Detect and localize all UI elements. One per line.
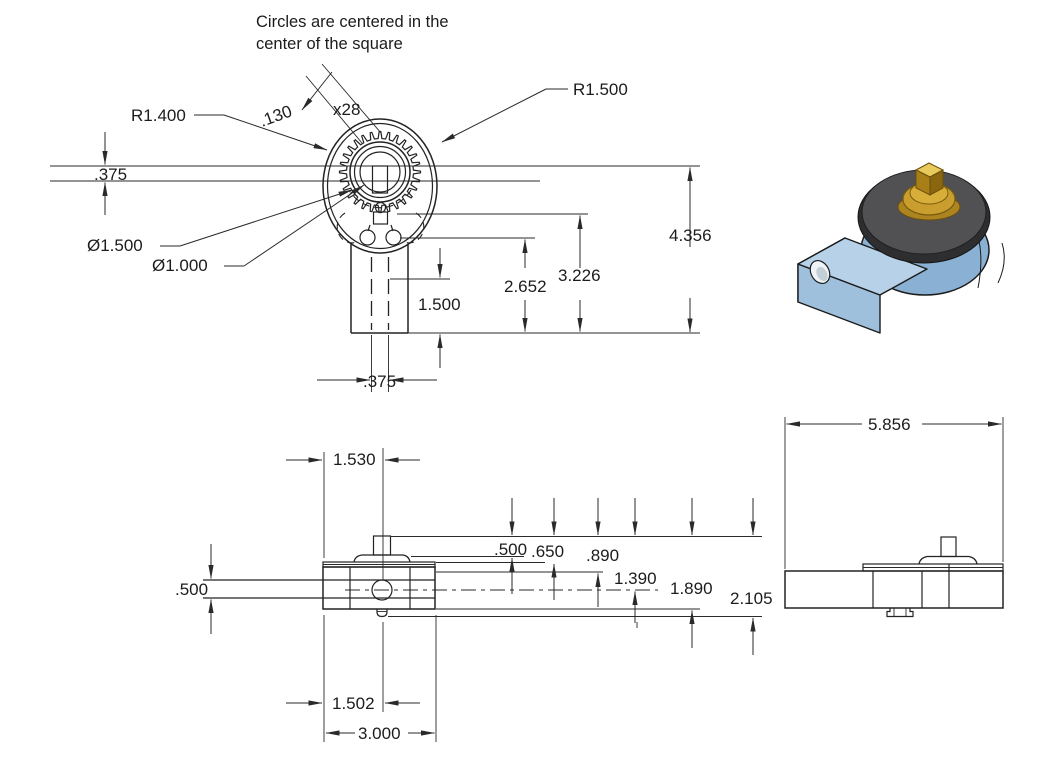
bottom-screw [886, 608, 914, 618]
dim-s2105: 2.105 [730, 589, 773, 608]
dim-s1390: 1.390 [614, 569, 657, 588]
dim-thickness-500: .500 [175, 544, 214, 634]
square-drive-profile-full [940, 536, 957, 558]
front-dimensions: .375 R1.400 R1.500 .130 x28 Ø1.500 Ø1.00… [87, 63, 712, 391]
handle-outline [350, 244, 409, 334]
dim-dia-1500: Ø1.500 [87, 236, 143, 255]
dim-r1500: R1.500 [573, 80, 628, 99]
side-part-outline [322, 535, 436, 618]
square-drive-hole [371, 165, 389, 194]
front-datum-lines [50, 165, 700, 392]
ratchet-head-outline [322, 118, 438, 254]
dim-r1400: R1.400 [131, 106, 186, 125]
dim-tooth-size: .130 [257, 102, 295, 131]
square-drive-profile [372, 535, 392, 556]
render-cube-right [929, 169, 944, 196]
dim-handle-hole: .375 [363, 372, 396, 391]
boss-profile-full [918, 555, 978, 565]
drawing-note: Circles are centered in the center of th… [256, 13, 449, 53]
dim-square-width: .375 [94, 165, 127, 184]
side-view-detail: 1.530 .500 [175, 448, 777, 743]
dim-2652: 2.652 [504, 277, 547, 296]
dim-s1890: 1.890 [670, 579, 713, 598]
bottom-dimensions: 1.502 3.000 [286, 615, 437, 743]
dim-t500: .500 [175, 580, 208, 599]
dim-1530: 1.530 [333, 450, 376, 469]
through-hole [371, 579, 393, 601]
note-line-1: Circles are centered in the [256, 13, 449, 31]
full-part-outline [784, 536, 1004, 618]
render-hole-shadow [816, 266, 828, 282]
dim-s890: .890 [586, 546, 619, 565]
note-line-2: center of the square [256, 35, 403, 53]
front-view: .375 R1.400 R1.500 .130 x28 Ø1.500 Ø1.00… [50, 63, 712, 392]
dim-tooth-count: x28 [333, 100, 360, 119]
side-view-full: 5.856 [784, 415, 1004, 618]
dim-5856-group: 5.856 [784, 415, 1004, 569]
dim-1530-group: 1.530 [286, 448, 420, 580]
dim-1500: 1.500 [418, 295, 461, 314]
dim-1502: 1.502 [332, 694, 375, 713]
dim-5856: 5.856 [868, 415, 911, 434]
dim-4356: 4.356 [669, 226, 712, 245]
render-seam-2 [997, 242, 1005, 284]
dim-3226: 3.226 [558, 266, 601, 285]
render-shank-top-face [797, 237, 928, 296]
dim-dia-1000: Ø1.000 [152, 256, 208, 275]
ratchet-gear-teeth [338, 130, 422, 214]
dim-s500: .500 [494, 540, 527, 559]
dim-3000: 3.000 [358, 724, 401, 743]
dim-s650: .650 [531, 542, 564, 561]
boss-profile [353, 554, 411, 563]
height-stack: .500 .650 .890 1.390 1.890 2.105 [388, 498, 777, 655]
detent-pin [376, 609, 388, 618]
iso-render [797, 162, 1005, 334]
pawl-detail [336, 201, 425, 246]
